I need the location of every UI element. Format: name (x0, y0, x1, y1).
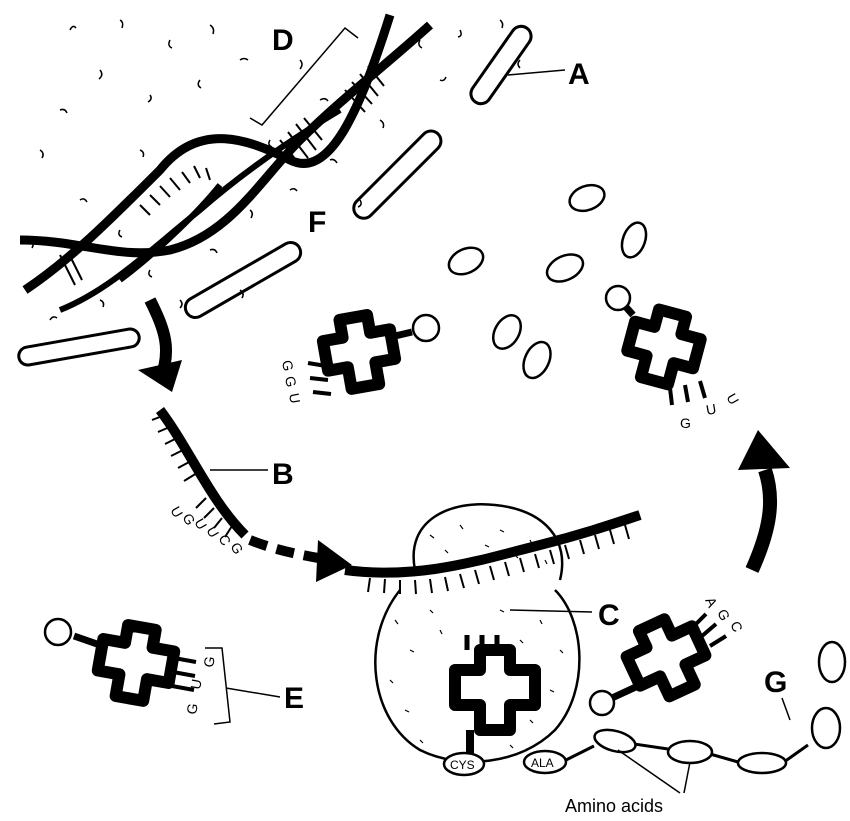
membrane-segment-f (182, 239, 305, 321)
trna-leaving-base-1: A (702, 595, 721, 611)
trna-left-base-3: U (286, 392, 304, 405)
arrow-mrna-to-ribosome (250, 540, 352, 582)
trna-right-base-1: G (680, 415, 691, 431)
trna-right: G U U (606, 286, 742, 431)
amino-acid-5 (819, 642, 845, 682)
label-b: B (272, 458, 294, 491)
trna-e: G U G (45, 619, 218, 716)
free-amino-acid-6 (518, 338, 556, 383)
trna-left-amino-site (413, 315, 439, 341)
trna-left-base-2: G (282, 375, 300, 389)
trna-e-base-1: G (183, 702, 201, 716)
trna-right-base-2: U (705, 400, 718, 418)
amino-acid-4 (812, 708, 840, 748)
amino-acid-1 (592, 726, 638, 756)
trna-e-amino-site (45, 619, 71, 645)
mrna-strand: U G U U C G (152, 410, 247, 557)
label-d: D (272, 24, 294, 57)
label-a: A (568, 58, 590, 91)
arrow-nucleus-to-mrna (138, 300, 182, 392)
free-amino-acid-5 (488, 310, 527, 353)
amino-acid-3 (738, 753, 786, 773)
membrane-segment-4 (17, 328, 140, 367)
trna-in-ribosome: CYS (444, 635, 535, 775)
amino-acid-ala-label: ALA (531, 756, 554, 770)
trna-e-base-3: G (200, 655, 218, 669)
label-c: C (598, 599, 620, 632)
free-amino-acid-3 (445, 243, 488, 280)
amino-acid-cys-label: CYS (450, 758, 475, 772)
free-amino-acid-2 (618, 219, 651, 260)
arrow-return (738, 430, 790, 570)
trna-leaving-amino-site (590, 691, 614, 715)
label-f: F (308, 206, 326, 239)
amino-acid-2 (668, 741, 712, 763)
bracket-d (250, 28, 358, 125)
free-amino-acid-1 (566, 181, 608, 216)
membrane-segment-a (467, 22, 535, 107)
label-g: G (764, 666, 787, 699)
trna-leaving-base-2: G (714, 607, 733, 624)
mrna-on-ribosome (345, 515, 640, 594)
trna-left-base-1: G (279, 359, 297, 373)
free-amino-acid-4 (543, 249, 588, 287)
dna-helix (20, 15, 430, 310)
label-e: E (284, 682, 304, 715)
membrane-segment-2 (350, 127, 445, 222)
amino-acids-caption: Amino acids (565, 796, 663, 816)
free-amino-acids (445, 181, 651, 383)
nuclear-membrane (17, 22, 535, 366)
trna-right-amino-site (606, 286, 630, 310)
trna-right-base-3: U (723, 391, 742, 408)
trna-leaving-base-3: C (727, 619, 746, 635)
trna-e-base-2: U (187, 678, 205, 691)
trna-left: G G U (279, 312, 439, 405)
